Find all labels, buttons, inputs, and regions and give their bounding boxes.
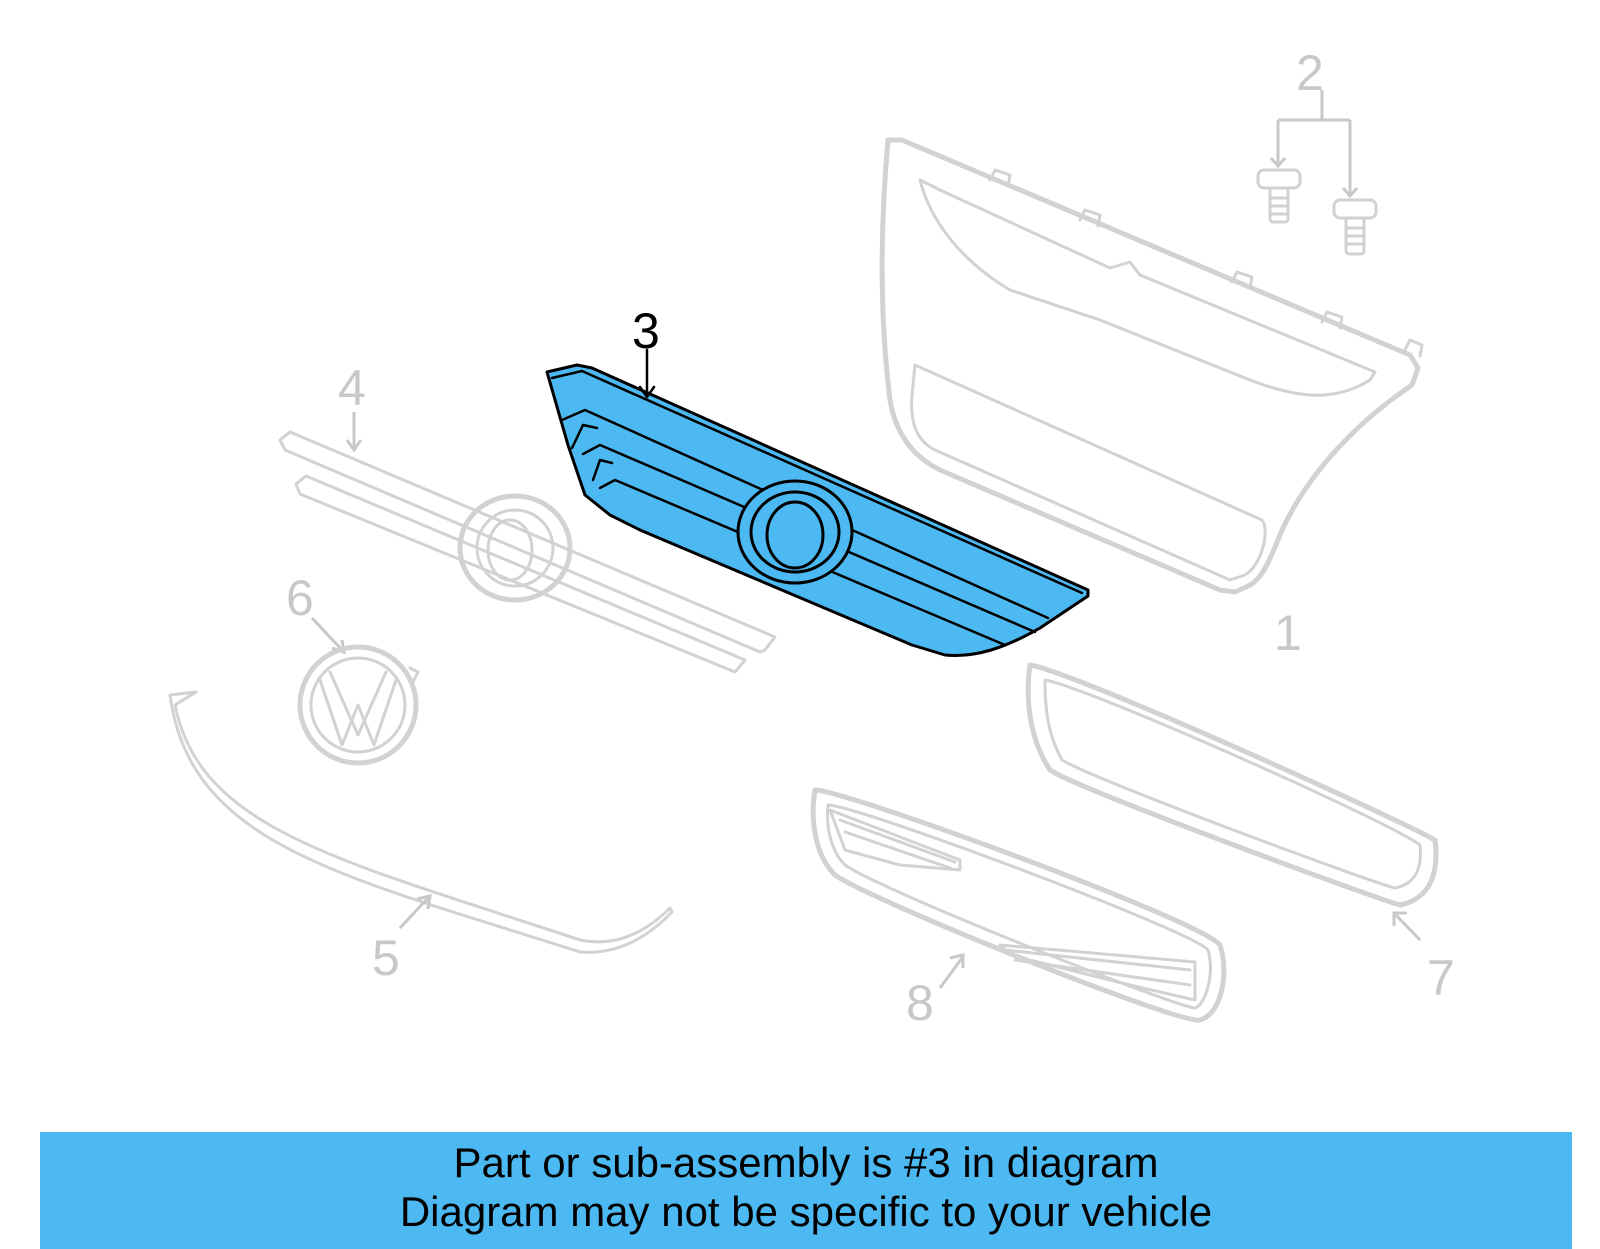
callout-3: 3 <box>632 303 660 359</box>
callout-6: 6 <box>286 570 314 626</box>
callout-5: 5 <box>372 930 400 986</box>
part-4-trim-strips[interactable] <box>278 412 777 674</box>
exploded-parts-diagram: 1 2 3 4 5 6 7 8 <box>168 45 1455 1031</box>
callout-4: 4 <box>338 360 366 416</box>
banner-line-part-number: Part or sub-assembly is #3 in diagram <box>453 1139 1159 1186</box>
callout-1: 1 <box>1274 605 1302 661</box>
info-banner: Part or sub-assembly is #3 in diagram Di… <box>40 1132 1572 1249</box>
part-2-clips[interactable] <box>1256 90 1378 256</box>
part-8-mesh-insert[interactable] <box>810 787 1227 1023</box>
callout-7: 7 <box>1427 950 1455 1006</box>
part-6-emblem[interactable] <box>297 616 420 766</box>
callout-2: 2 <box>1296 45 1324 101</box>
part-3-grille-highlighted[interactable] <box>545 348 1090 657</box>
banner-line-disclaimer: Diagram may not be specific to your vehi… <box>399 1188 1213 1235</box>
part-7-lower-frame[interactable] <box>1025 662 1439 942</box>
part-1-grille-frame[interactable] <box>879 137 1424 595</box>
callout-8: 8 <box>906 975 934 1031</box>
part-5-lower-trim[interactable] <box>168 690 674 954</box>
